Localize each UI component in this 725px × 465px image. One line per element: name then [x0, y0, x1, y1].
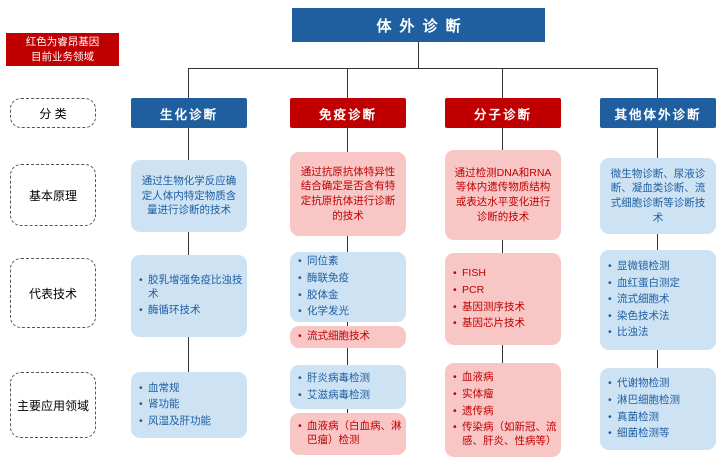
app-box-molecular: 血液病 实体瘤 遗传病 传染病（如新冠、流感、肝炎、性病等）: [445, 363, 561, 457]
column-header-molecular: 分子诊断: [445, 98, 561, 128]
column-header-other-ivd: 其他体外诊断: [600, 98, 716, 128]
principle-box-immuno: 通过抗原抗体特异性结合确定是否含有特定抗原抗体进行诊断的技术: [290, 152, 406, 236]
app-item: 肝炎病毒检测: [297, 372, 402, 386]
tech-item: 同位素: [297, 255, 402, 269]
connector-top-vertical: [418, 42, 419, 68]
tech-item: 血红蛋白测定: [607, 277, 712, 291]
app-item: 血液病: [452, 371, 557, 385]
tech-item: FISH: [452, 267, 557, 281]
tech-item: 酶循环技术: [138, 304, 243, 318]
tech-item: 基因芯片技术: [452, 317, 557, 331]
tech-item: 胶体金: [297, 289, 402, 303]
app-item: 肾功能: [138, 398, 243, 412]
tech-box-other-ivd: 显微镜检测 血红蛋白测定 流式细胞术 染色技术法 比浊法: [600, 250, 716, 350]
tech-box-immuno-highlight: 流式细胞技术: [290, 326, 406, 348]
tech-item: 比浊法: [607, 326, 712, 340]
tech-item: 显微镜检测: [607, 260, 712, 274]
app-box-other-ivd: 代谢物检测 淋巴细胞检测 真菌检测 细菌检测等: [600, 368, 716, 450]
app-item: 风湿及肝功能: [138, 415, 243, 429]
tech-item: 流式细胞术: [607, 293, 712, 307]
column-header-biochemical: 生化诊断: [131, 98, 247, 128]
app-item: 血液病（白血病、淋巴瘤）检测: [297, 420, 402, 447]
tech-item: PCR: [452, 284, 557, 298]
column-header-immuno: 免疫诊断: [290, 98, 406, 128]
tech-box-molecular: FISH PCR 基因测序技术 基因芯片技术: [445, 253, 561, 345]
root-node: 体外诊断: [292, 8, 545, 42]
tech-item: 流式细胞技术: [297, 330, 402, 344]
principle-box-molecular: 通过检测DNA和RNA等体内遗传物质结构或表达水平变化进行诊断的技术: [445, 150, 561, 240]
legend-line2: 目前业务领域: [31, 50, 94, 63]
app-item: 血常规: [138, 382, 243, 396]
app-item: 遗传病: [452, 405, 557, 419]
app-item: 传染病（如新冠、流感、肝炎、性病等）: [452, 421, 557, 448]
tech-item: 酶联免疫: [297, 272, 402, 286]
app-box-immuno-highlight: 血液病（白血病、淋巴瘤）检测: [290, 413, 406, 455]
connector-horizontal: [188, 68, 658, 69]
row-label-category: 分 类: [10, 98, 96, 128]
app-item: 艾滋病毒检测: [297, 389, 402, 403]
tech-item: 胶乳增强免疫比浊技术: [138, 274, 243, 301]
legend-line1: 红色为睿昂基因: [25, 36, 100, 49]
app-item: 代谢物检测: [607, 377, 712, 391]
principle-box-biochemical: 通过生物化学反应确定人体内特定物质含量进行诊断的技术: [131, 160, 247, 232]
tech-box-biochemical: 胶乳增强免疫比浊技术 酶循环技术: [131, 255, 247, 337]
app-item: 真菌检测: [607, 411, 712, 425]
row-label-application: 主要应用领域: [10, 372, 96, 438]
row-label-principle: 基本原理: [10, 164, 96, 226]
principle-box-other-ivd: 微生物诊断、尿液诊断、凝血类诊断、流式细胞诊断等诊断技术: [600, 158, 716, 234]
tech-box-immuno: 同位素 酶联免疫 胶体金 化学发光: [290, 252, 406, 322]
app-box-biochemical: 血常规 肾功能 风湿及肝功能: [131, 372, 247, 438]
legend-note: 红色为睿昂基因 目前业务领域: [6, 33, 119, 66]
tech-item: 化学发光: [297, 305, 402, 319]
connector-col2-vertical: [347, 68, 348, 418]
row-label-technology: 代表技术: [10, 258, 96, 328]
app-item: 实体瘤: [452, 388, 557, 402]
app-box-immuno: 肝炎病毒检测 艾滋病毒检测: [290, 365, 406, 409]
tech-item: 染色技术法: [607, 310, 712, 324]
app-item: 淋巴细胞检测: [607, 394, 712, 408]
tech-item: 基因测序技术: [452, 301, 557, 315]
app-item: 细菌检测等: [607, 427, 712, 441]
